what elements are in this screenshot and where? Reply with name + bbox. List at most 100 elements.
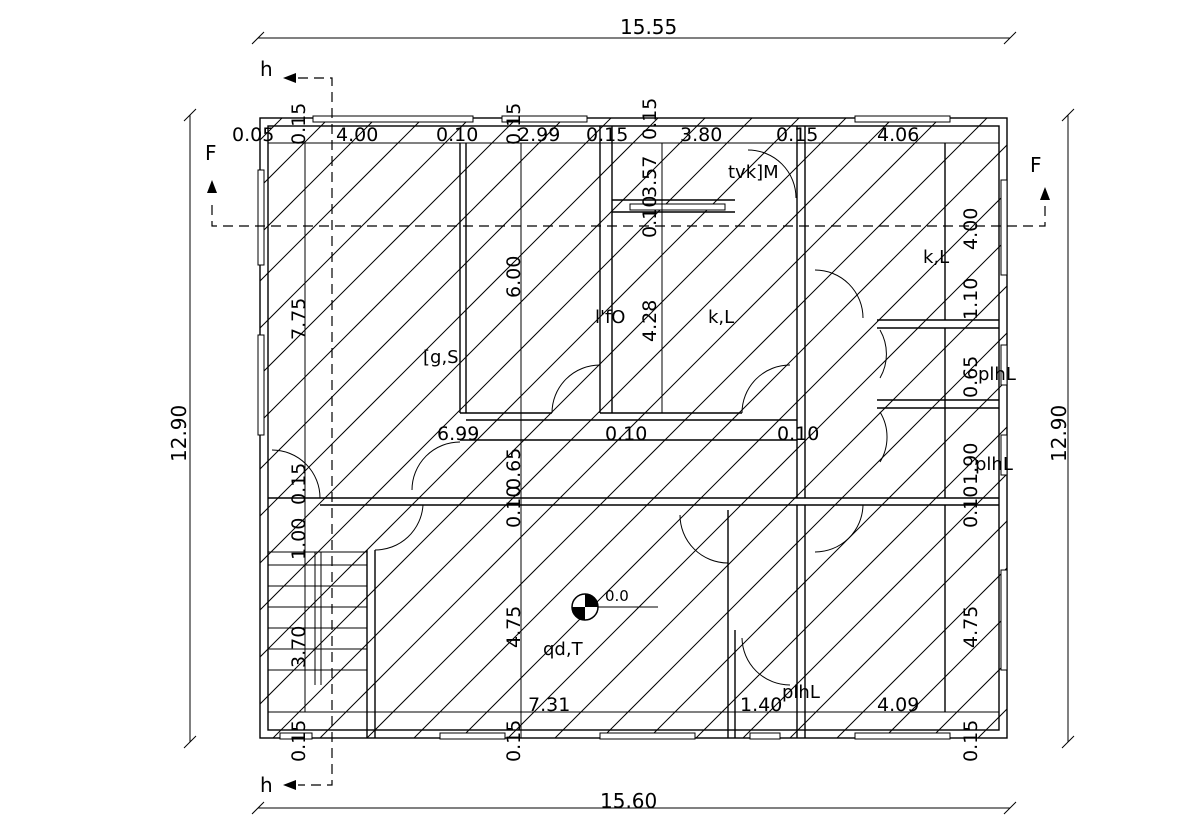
room-label-left: [g,S bbox=[423, 347, 459, 368]
dim-text: 4.75 bbox=[960, 606, 982, 648]
section-h-bottom-label: h bbox=[260, 773, 273, 797]
dim-text: 4.28 bbox=[639, 300, 661, 342]
dim-text: 4.06 bbox=[877, 124, 919, 146]
dim-text: 0.65 bbox=[503, 448, 525, 490]
dim-text: 7.31 bbox=[528, 694, 570, 716]
room-label-mid: k,L bbox=[708, 307, 734, 328]
hatch-line bbox=[1072, 118, 1191, 738]
dim-text: 0.10 bbox=[960, 486, 982, 528]
hatch-line bbox=[260, 118, 424, 282]
dim-text: 0.15 bbox=[288, 463, 310, 505]
dim-text: 1.40 bbox=[740, 694, 782, 716]
dim-text: 4.00 bbox=[960, 208, 982, 250]
dim-text: 1.90 bbox=[960, 443, 982, 485]
dim-text: 6.00 bbox=[503, 256, 525, 298]
hatch-line bbox=[507, 238, 1007, 738]
section-f-left-label: F bbox=[205, 141, 217, 165]
hatch-line bbox=[260, 118, 612, 470]
dim-text: 0.15 bbox=[639, 98, 661, 140]
vertical-dimensions: 0.15 0.15 0.15 3.57 0.10 7.75 6.00 4.28 … bbox=[288, 98, 982, 668]
dim-text: 0.15 bbox=[586, 124, 628, 146]
dim-text: 6.99 bbox=[437, 423, 479, 445]
hatch-line bbox=[0, 118, 47, 738]
hatch-line bbox=[260, 118, 283, 141]
hatch-line bbox=[260, 118, 706, 564]
dimension-bottom: 15.60 bbox=[251, 789, 1017, 815]
dim-text: 2.99 bbox=[518, 124, 560, 146]
windows bbox=[257, 115, 1008, 740]
bath-label-2: plhL bbox=[975, 454, 1013, 475]
hatch-line bbox=[554, 285, 1007, 738]
room-label-center: l'fO bbox=[595, 307, 625, 328]
room-label-small-top: tvk]M bbox=[728, 162, 779, 183]
bath-label-3: plhL bbox=[782, 682, 820, 703]
dim-text: 0.15 bbox=[503, 103, 525, 145]
hatch-line bbox=[460, 191, 1007, 738]
hatch-line bbox=[260, 118, 377, 235]
bottom-width-label: 15.60 bbox=[600, 789, 657, 813]
dim-text: 1.00 bbox=[288, 518, 310, 560]
hatch-line bbox=[977, 708, 1007, 738]
doors bbox=[271, 149, 888, 686]
hatch-line bbox=[789, 520, 1007, 738]
dimension-left: 12.90 bbox=[167, 108, 197, 749]
dim-text: 0.10 bbox=[639, 196, 661, 238]
dim-text: 0.15 bbox=[288, 720, 310, 762]
hatch-line bbox=[260, 118, 330, 188]
dim-text: 0.15 bbox=[960, 720, 982, 762]
hatch-line bbox=[0, 118, 188, 738]
dim-text: 0.05 bbox=[232, 124, 274, 146]
section-line-f: F F bbox=[205, 141, 1050, 227]
dim-text: 3.57 bbox=[639, 156, 661, 198]
dim-text: 3.80 bbox=[680, 124, 722, 146]
dim-text: 0.15 bbox=[288, 103, 310, 145]
bath-label-1: plhL bbox=[978, 364, 1016, 385]
hatch-line bbox=[260, 118, 518, 376]
top-width-label: 15.55 bbox=[620, 15, 677, 39]
room-label-right: k,L bbox=[923, 247, 949, 268]
top-dimensions: 0.05 4.00 0.10 2.99 0.15 3.80 0.15 4.06 bbox=[232, 124, 919, 146]
dimension-right: 12.90 bbox=[1047, 108, 1075, 749]
section-f-right-label: F bbox=[1030, 153, 1042, 177]
dim-text: 0.10 bbox=[605, 423, 647, 445]
dim-text: 1.10 bbox=[960, 278, 982, 320]
hatch-line bbox=[601, 332, 1007, 738]
left-height-label: 12.90 bbox=[167, 405, 191, 462]
hatch-line bbox=[260, 118, 800, 658]
hatch-line bbox=[413, 144, 1007, 738]
dim-text: 4.00 bbox=[336, 124, 378, 146]
hatch-line bbox=[0, 118, 141, 738]
level-marker: 0.0 bbox=[571, 587, 658, 621]
section-line-h: h h bbox=[260, 57, 333, 797]
room-labels: [g,S l'fO k,L k,L tvk]M plhL plhL plhL q… bbox=[423, 162, 1016, 703]
hatch-line bbox=[648, 379, 1007, 738]
hatch-line bbox=[319, 118, 941, 738]
room-label-living: qd,T bbox=[543, 639, 584, 660]
hatch-line bbox=[0, 118, 235, 738]
hatch-line bbox=[366, 118, 988, 738]
section-h-top-label: h bbox=[260, 57, 273, 81]
hatch-line bbox=[260, 118, 659, 517]
dimension-top: 15.55 bbox=[251, 15, 1017, 45]
dim-text: 3.70 bbox=[288, 626, 310, 668]
dim-text: 0.15 bbox=[776, 124, 818, 146]
dim-text: 4.09 bbox=[877, 694, 919, 716]
hatch-line bbox=[260, 118, 471, 329]
dim-text: 0.10 bbox=[436, 124, 478, 146]
dim-text: 0.65 bbox=[960, 356, 982, 398]
hatch-line bbox=[836, 567, 1007, 738]
right-height-label: 12.90 bbox=[1047, 405, 1071, 462]
dim-text: 4.75 bbox=[503, 606, 525, 648]
dim-text: 0.10 bbox=[777, 423, 819, 445]
dim-text: 0.15 bbox=[503, 720, 525, 762]
dim-text: 7.75 bbox=[288, 298, 310, 340]
hatch-line bbox=[260, 118, 847, 705]
hatch-line bbox=[883, 614, 1007, 738]
staircase bbox=[267, 551, 368, 713]
level-value: 0.0 bbox=[605, 587, 629, 605]
bottom-dimensions: 7.31 1.40 4.09 0.15 0.15 0.15 bbox=[288, 694, 982, 762]
hatch-line bbox=[742, 473, 1007, 738]
hatch-line bbox=[272, 118, 894, 738]
dim-text: 0.10 bbox=[503, 486, 525, 528]
